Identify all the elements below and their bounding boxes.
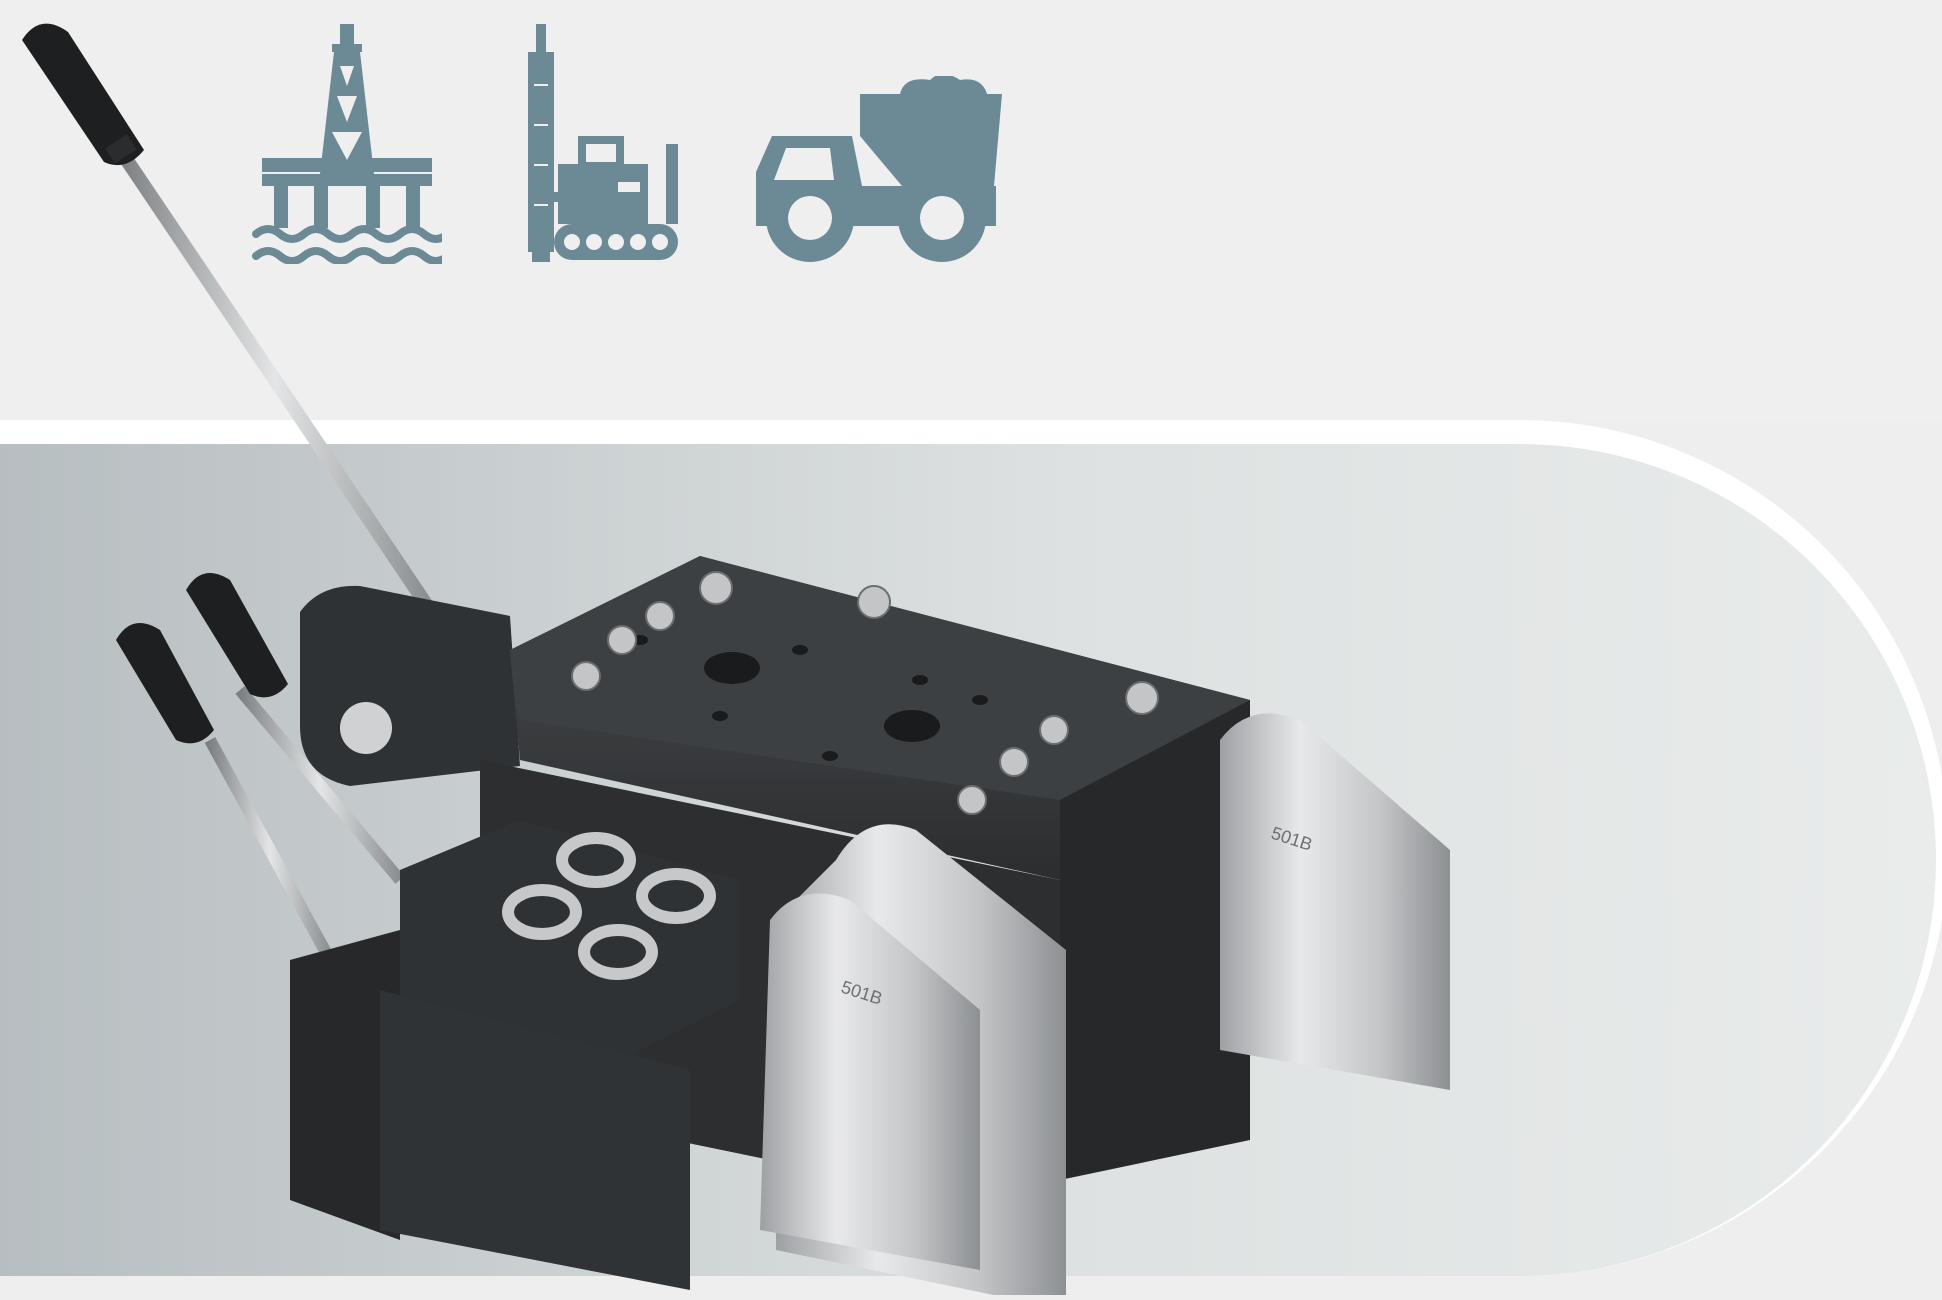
main-lever (22, 23, 437, 617)
solenoid-left: 501B (760, 824, 1066, 1300)
application-icons-row (0, 0, 1942, 300)
drilling-rig-icon (518, 24, 678, 264)
mining-dump-truck-icon (752, 76, 1002, 266)
short-lever-2 (116, 622, 336, 963)
port-section (290, 820, 740, 1290)
solenoid-right: 501B (1220, 713, 1450, 1090)
short-lever-1 (186, 572, 405, 884)
offshore-platform-icon (252, 24, 442, 264)
